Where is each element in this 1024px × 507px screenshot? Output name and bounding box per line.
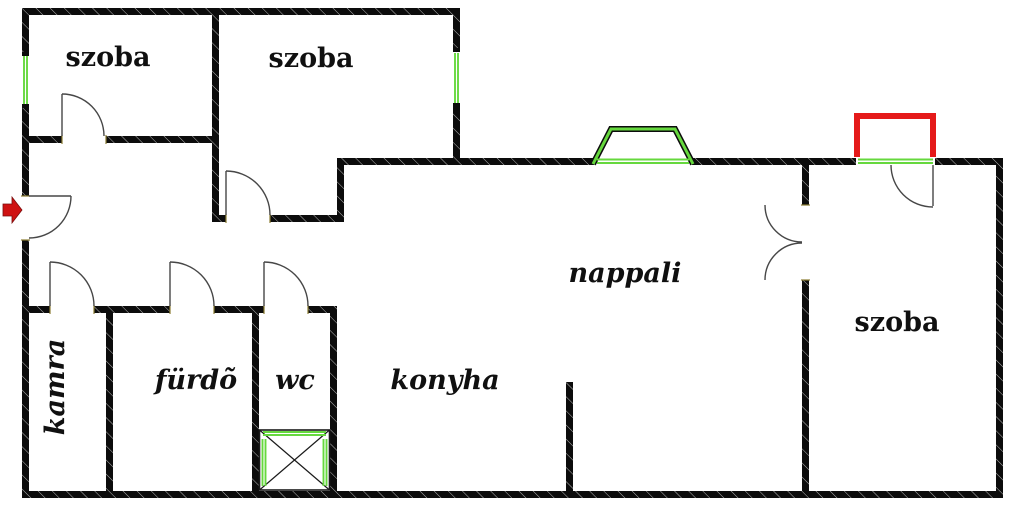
window-balcony-sill xyxy=(858,158,933,164)
wall-openings xyxy=(21,52,935,314)
room-labels: szoba szoba nappali szoba kamra fürdõ wc… xyxy=(40,42,939,435)
room-label-wc: wc xyxy=(275,365,315,396)
opening-furdo-door xyxy=(170,305,214,314)
entrance-arrow-icon xyxy=(2,195,23,225)
wall-segment-furdo-wc-divider xyxy=(252,306,259,498)
wall-segment-szoba2-bottom xyxy=(212,215,344,222)
room-label-furdo: fürdõ xyxy=(153,365,237,396)
opening-bay-window xyxy=(594,157,692,166)
room-label-szoba-top-left: szoba xyxy=(66,42,151,73)
room-label-konyha: konyha xyxy=(390,365,499,396)
balcony-outline xyxy=(854,113,936,157)
room-label-szoba-right: szoba xyxy=(855,307,940,338)
room-label-nappali: nappali xyxy=(569,258,682,289)
door-szoba1 xyxy=(61,93,107,144)
wall-segment-szoba1-bottom xyxy=(22,136,219,143)
door-double-nappali xyxy=(764,204,810,281)
room-label-szoba-top-mid: szoba xyxy=(269,43,354,74)
opening-wc-door xyxy=(264,305,308,314)
room-label-kamra: kamra xyxy=(40,339,71,436)
opening-window-szoba2 xyxy=(452,52,461,105)
opening-balcony-door xyxy=(856,157,935,166)
opening-kamra-door xyxy=(50,305,94,314)
wall-segment-szoba-divider xyxy=(212,8,219,222)
door-szoba2 xyxy=(225,170,271,223)
wall-segment-top xyxy=(22,8,460,15)
opening-window-left xyxy=(21,55,30,105)
door-furdo xyxy=(169,261,215,314)
wall-segment-wc-konyha-divider xyxy=(330,306,337,498)
windows xyxy=(22,48,933,164)
wall-segment-right xyxy=(996,158,1003,498)
wall-segment-kamra-divider xyxy=(106,306,113,498)
doors xyxy=(21,93,934,314)
window-szoba2 xyxy=(453,48,460,107)
opening-szoba1-door xyxy=(62,135,106,144)
window-szoba1 xyxy=(22,52,29,108)
wall-segment-nappali-szoba-divider xyxy=(802,158,809,498)
door-balcony xyxy=(890,164,934,208)
opening-szoba2-door xyxy=(226,214,270,223)
wall-segment-bottom xyxy=(22,491,1003,498)
ventilation-shaft xyxy=(258,429,331,491)
bay-window xyxy=(590,126,696,166)
door-wc xyxy=(263,261,309,314)
opening-entrance-door xyxy=(21,196,30,240)
opening-double-door xyxy=(801,205,810,280)
wall-segment-left xyxy=(22,8,29,498)
wall-segment-konyha-partial xyxy=(566,382,573,498)
door-entrance xyxy=(21,195,72,241)
wall-segment-szoba2-step xyxy=(337,158,344,222)
door-kamra xyxy=(49,261,95,314)
